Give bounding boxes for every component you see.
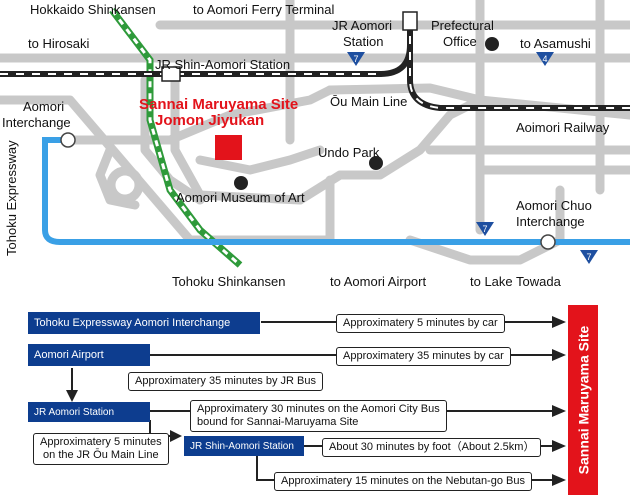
destination-label: Sannai Maruyama Site — [575, 325, 591, 475]
label-to-lake-towada: to Lake Towada — [470, 274, 561, 289]
route-number: 7 — [482, 224, 487, 234]
label-prefectural-1: Prefectural — [431, 18, 494, 33]
route-number: 7 — [353, 54, 358, 64]
undo-park-marker — [369, 156, 383, 170]
route-shield-7a: 7 — [347, 52, 365, 66]
label-jomon-jiyukan: Jomon Jiyukan — [155, 112, 265, 129]
label-tohoku-shinkansen: Tohoku Shinkansen — [172, 274, 286, 289]
aomori-interchange-marker — [60, 132, 76, 148]
time-car-5: Approximatery 5 minutes by car — [336, 314, 505, 333]
label-prefectural-2: Office — [443, 34, 477, 49]
destination-sannai-maruyama: Sannai Maruyama Site — [568, 305, 598, 495]
road — [140, 75, 205, 205]
time-car-35: Approximatery 35 minutes by car — [336, 347, 511, 366]
origin-jr-aomori-station: JR Aomori Station — [28, 402, 150, 422]
label-aomori-ic-2: Interchange — [2, 115, 71, 130]
origin-aomori-airport: Aomori Airport — [28, 344, 150, 366]
label-to-ferry: to Aomori Ferry Terminal — [193, 2, 335, 17]
label-aomori-ic-1: Aomori — [23, 99, 65, 114]
time-ou-line: Approximatery 5 minutes on the JR Ōu Mai… — [33, 433, 169, 465]
label-to-hirosaki: to Hirosaki — [28, 36, 90, 51]
origin-jr-shin-aomori-station: JR Shin-Aomori Station — [184, 436, 304, 456]
label-sannai-site: Sannai Maruyama Site — [139, 96, 299, 113]
label-shin-aomori: JR Shin-Aomori Station — [155, 57, 291, 72]
arrow-heads — [66, 316, 566, 486]
time-city-bus-line1: Approximatery 30 minutes on the Aomori C… — [197, 403, 440, 415]
shin-aomori-station-marker — [161, 66, 181, 82]
label-jr-aomori-2: Station — [343, 34, 384, 49]
time-nebutan-bus: Approximatery 15 minutes on the Nebutan-… — [274, 472, 532, 491]
route-shield-7c: 7 — [580, 250, 598, 264]
label-to-asamushi: to Asamushi — [520, 36, 591, 51]
label-aoimori-railway: Aoimori Railway — [516, 120, 610, 135]
route-number: 7 — [586, 252, 591, 262]
time-walk: About 30 minutes by foot（About 2.5km） — [322, 438, 542, 457]
label-aomori-chuo-1: Aomori Chuo — [516, 198, 592, 213]
route-number: 4 — [542, 54, 547, 64]
sannai-site-marker — [215, 135, 242, 160]
road — [405, 235, 565, 265]
aoimori-railway-dash — [409, 20, 630, 109]
route-shield-4: 4 — [536, 52, 554, 66]
time-city-bus: Approximatery 30 minutes on the Aomori C… — [190, 400, 447, 432]
road — [70, 85, 335, 145]
time-ou-line-2: on the JR Ōu Main Line — [43, 449, 159, 461]
label-undo-park: Undo Park — [318, 145, 380, 160]
shinkansen-line-dash — [110, 9, 241, 267]
time-city-bus-line2: bound for Sannai-Maruyama Site — [197, 416, 359, 428]
time-ou-line-1: Approximatery 5 minutes — [40, 436, 162, 448]
tohoku-expressway-line — [42, 137, 630, 245]
label-museum: Aomori Museum of Art — [176, 190, 305, 205]
road — [195, 145, 325, 175]
route-shield-7b: 7 — [476, 222, 494, 236]
label-ou-main-line: Ōu Main Line — [330, 94, 408, 109]
museum-marker — [234, 176, 248, 190]
time-jr-bus: Approximatery 35 minutes by JR Bus — [128, 372, 323, 391]
road — [170, 65, 305, 205]
label-tohoku-expressway: Tohoku Expressway — [4, 140, 19, 256]
label-jr-aomori-1: JR Aomori — [332, 18, 392, 33]
label-hokkaido-shinkansen: Hokkaido Shinkansen — [30, 2, 156, 17]
prefectural-office-marker — [485, 37, 499, 51]
interchange-loop — [106, 166, 144, 204]
origin-expressway-aomori-ic: Tohoku Expressway Aomori Interchange — [28, 312, 260, 334]
label-aomori-chuo-2: Interchange — [516, 214, 585, 229]
aomori-chuo-interchange-marker — [540, 234, 556, 250]
label-to-airport: to Aomori Airport — [330, 274, 427, 289]
aomori-station-marker — [402, 11, 418, 31]
